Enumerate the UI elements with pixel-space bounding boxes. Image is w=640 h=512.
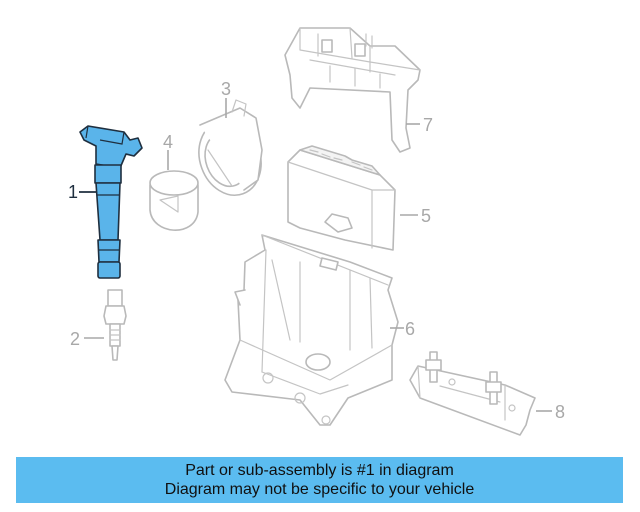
callout-4: 4 [163,132,173,152]
callout-1: 1 [68,182,78,202]
banner-line-2: Diagram may not be specific to your vehi… [164,481,475,498]
part-5-control-module [287,145,396,251]
part-1-ignition-coil [79,125,143,279]
banner-line-1: Part or sub-assembly is #1 in diagram [185,462,454,479]
part-2-spark-plug [103,289,127,361]
parts-diagram: 1 2 3 4 5 6 7 8 [68,27,565,436]
callout-8: 8 [555,402,565,422]
callout-7: 7 [423,115,433,135]
callout-3: 3 [221,79,231,99]
callout-6: 6 [405,319,415,339]
callout-5: 5 [421,206,431,226]
part-4-cap [149,170,199,231]
part-7-bracket [284,27,421,153]
info-banner: Part or sub-assembly is #1 in diagram Di… [16,457,623,503]
callout-2: 2 [70,329,80,349]
part-6-tray [224,234,399,426]
part-8-terminal-block [409,351,536,436]
part-3-throttle-body [198,99,263,196]
